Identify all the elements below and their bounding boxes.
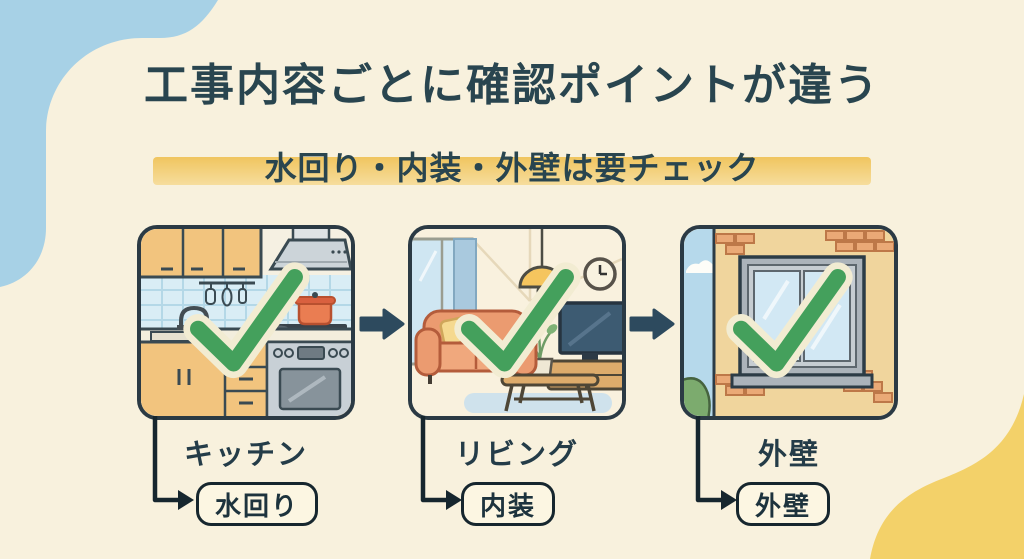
tag-box-mizumawari: 水回り <box>196 482 319 526</box>
elbow-arrow-icon <box>152 416 194 510</box>
elbow-arrow-icon <box>420 416 462 510</box>
panel-exterior-wall <box>680 225 898 420</box>
panel-kitchen <box>137 225 355 420</box>
exterior-wall-illustration <box>684 229 894 416</box>
step-label-living-room: リビング <box>454 439 579 471</box>
yellow-corner-blob <box>870 394 1024 559</box>
page-subtitle: 水回り・内装・外壁は要チェック <box>264 150 760 186</box>
checkmark-icon <box>183 261 310 378</box>
blue-corner-blob <box>0 0 218 287</box>
tag-box-gaiheki: 外壁 <box>736 482 831 526</box>
step-label-exterior-wall: 外壁 <box>757 439 820 471</box>
header: 工事内容ごとに確認ポイントが違う <box>0 60 1024 185</box>
page-title: 工事内容ごとに確認ポイントが違う <box>144 61 880 110</box>
step-label-kitchen: キッチン <box>183 439 308 471</box>
checkmark-icon <box>726 261 853 378</box>
title-highlight <box>153 157 871 185</box>
panel-living-room <box>408 225 626 420</box>
checkmark-icon <box>454 261 581 378</box>
tag-box-naisou: 内装 <box>461 482 556 526</box>
arrow-right-icon <box>629 308 675 340</box>
arrow-right-icon <box>359 308 405 340</box>
elbow-arrow-icon <box>695 416 737 510</box>
